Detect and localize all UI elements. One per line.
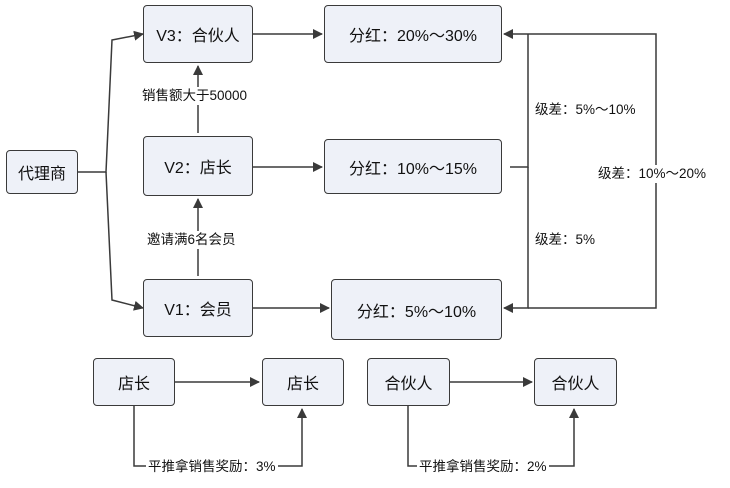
label-upgrade-v3: 销售额大于50000 (140, 87, 250, 105)
label-upgrade-v2: 邀请满6名会员 (145, 231, 238, 249)
label-peer-partner: 平推拿销售奖励：2% (417, 458, 549, 476)
node-dividend-v3: 分红：20%～30% (324, 5, 502, 63)
edge-diff-v2-v3 (510, 34, 529, 168)
edge-agent-v3 (78, 30, 144, 173)
node-dividend-v2: 分红：10%～15% (324, 139, 502, 194)
node-store-b: 店长 (262, 358, 344, 406)
edge-partner-reward (407, 406, 579, 467)
edge-store-reward (133, 406, 307, 467)
label-diff-v1-v2: 级差：5% (533, 231, 598, 249)
edge-diff-v1-v2 (503, 167, 529, 313)
node-partner-b: 合伙人 (534, 358, 617, 406)
node-agent: 代理商 (6, 150, 78, 194)
label-peer-store: 平推拿销售奖励：3% (146, 458, 278, 476)
node-partner-a: 合伙人 (367, 358, 450, 406)
label-diff-v1-v3: 级差：10%～20% (596, 165, 709, 183)
edge-agent-v1 (105, 171, 144, 311)
node-dividend-v1: 分红：5%～10% (331, 279, 502, 340)
node-v2: V2：店长 (143, 136, 253, 196)
label-diff-v2-v3: 级差：5%～10% (533, 101, 638, 119)
node-v1: V1：会员 (143, 279, 253, 337)
node-store-a: 店长 (93, 358, 175, 406)
node-v3: V3：合伙人 (143, 5, 253, 63)
